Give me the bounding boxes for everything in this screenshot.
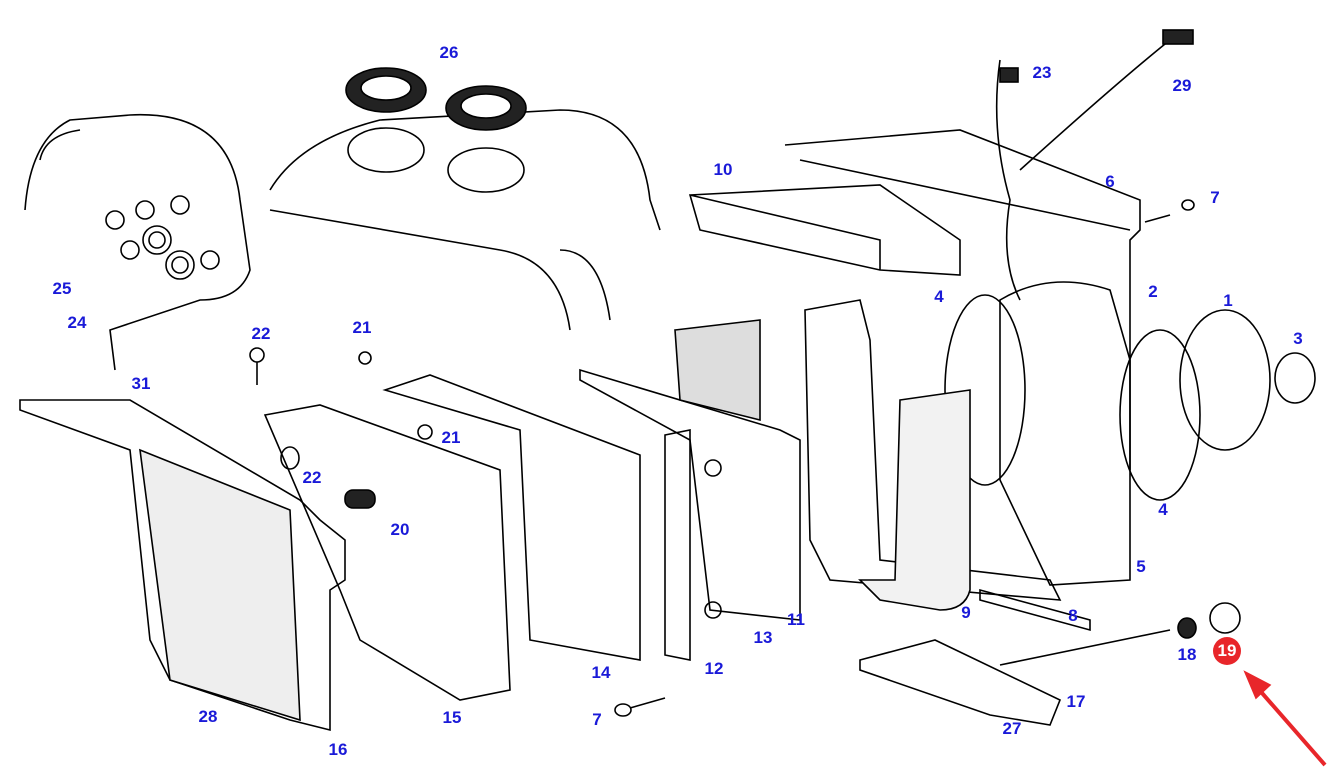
tray-17: [859, 639, 1062, 726]
pipes-13: [704, 459, 722, 619]
fan-1: [1179, 309, 1271, 451]
callout-label: 9: [961, 603, 971, 622]
gauge-24: [165, 250, 195, 280]
callout-label: 17: [1066, 692, 1086, 711]
foam-28: [139, 448, 301, 722]
blower-housing-5: [999, 281, 1131, 586]
callout-label: 20: [390, 520, 410, 539]
clip-20: [344, 489, 376, 509]
callout-label: 7: [1210, 188, 1220, 207]
connector-29: [1162, 29, 1194, 45]
callout-label: 21: [441, 428, 461, 447]
callout-label: 5: [1136, 557, 1146, 576]
callout-label: 3: [1293, 329, 1303, 348]
duct-10: [688, 184, 961, 276]
callout-label: 24: [67, 313, 87, 332]
callout-label: 4: [934, 287, 944, 306]
callout-label: 23: [1032, 63, 1052, 82]
filter-14: [382, 374, 641, 661]
callout-label: 4: [1158, 500, 1168, 519]
callout-label: 11: [787, 610, 805, 629]
callout-label: 12: [704, 659, 724, 678]
callout-label: 26: [439, 43, 459, 62]
case-15: [263, 404, 511, 701]
dashboard-top: [269, 109, 661, 331]
callout-label: 29: [1172, 76, 1192, 95]
callout-label: 25: [52, 279, 72, 298]
callout-badge-19: 19: [1213, 637, 1241, 665]
bracket-6: [784, 129, 1141, 470]
callout-label: 8: [1068, 606, 1078, 625]
callout-label: 31: [131, 374, 151, 393]
callout-label: 7: [592, 710, 602, 729]
callout-label: 28: [198, 707, 218, 726]
callout-label: 6: [1105, 172, 1115, 191]
callout-label: 14: [591, 663, 611, 682]
callout-label: 22: [302, 468, 322, 487]
fan-ring-4: [944, 294, 1026, 486]
callout-label: 2: [1148, 282, 1158, 301]
knob-18: [1177, 617, 1197, 639]
foam-9: [858, 389, 971, 611]
callout-label: 27: [1002, 719, 1022, 738]
callout-label: 1: [1223, 291, 1233, 310]
strip-8: [979, 588, 1091, 632]
pointer-arrow: [1253, 683, 1327, 767]
callout-label: 18: [1177, 645, 1197, 664]
screw-22: [249, 347, 265, 385]
callout-label: 13: [753, 628, 773, 647]
foam-block: [674, 319, 761, 422]
frame-8-base: [804, 299, 1062, 601]
plate-12: [664, 429, 691, 661]
gauge-25: [142, 225, 172, 255]
dashboard-left: [24, 113, 251, 371]
motor-3: [1274, 352, 1316, 404]
callout-label: 10: [713, 160, 733, 179]
vent-26: [345, 67, 527, 193]
callout-label: 15: [442, 708, 462, 727]
washer-21: [358, 351, 372, 365]
knob-19: [1209, 602, 1241, 634]
fan-ring-4b: [1119, 329, 1201, 501]
shroud-31: [19, 399, 346, 732]
callout-label: 16: [328, 740, 348, 759]
nut-23: [999, 67, 1019, 83]
heater-core-11: [579, 368, 801, 621]
callout-label: 22: [251, 324, 271, 343]
callout-label: 21: [352, 318, 372, 337]
